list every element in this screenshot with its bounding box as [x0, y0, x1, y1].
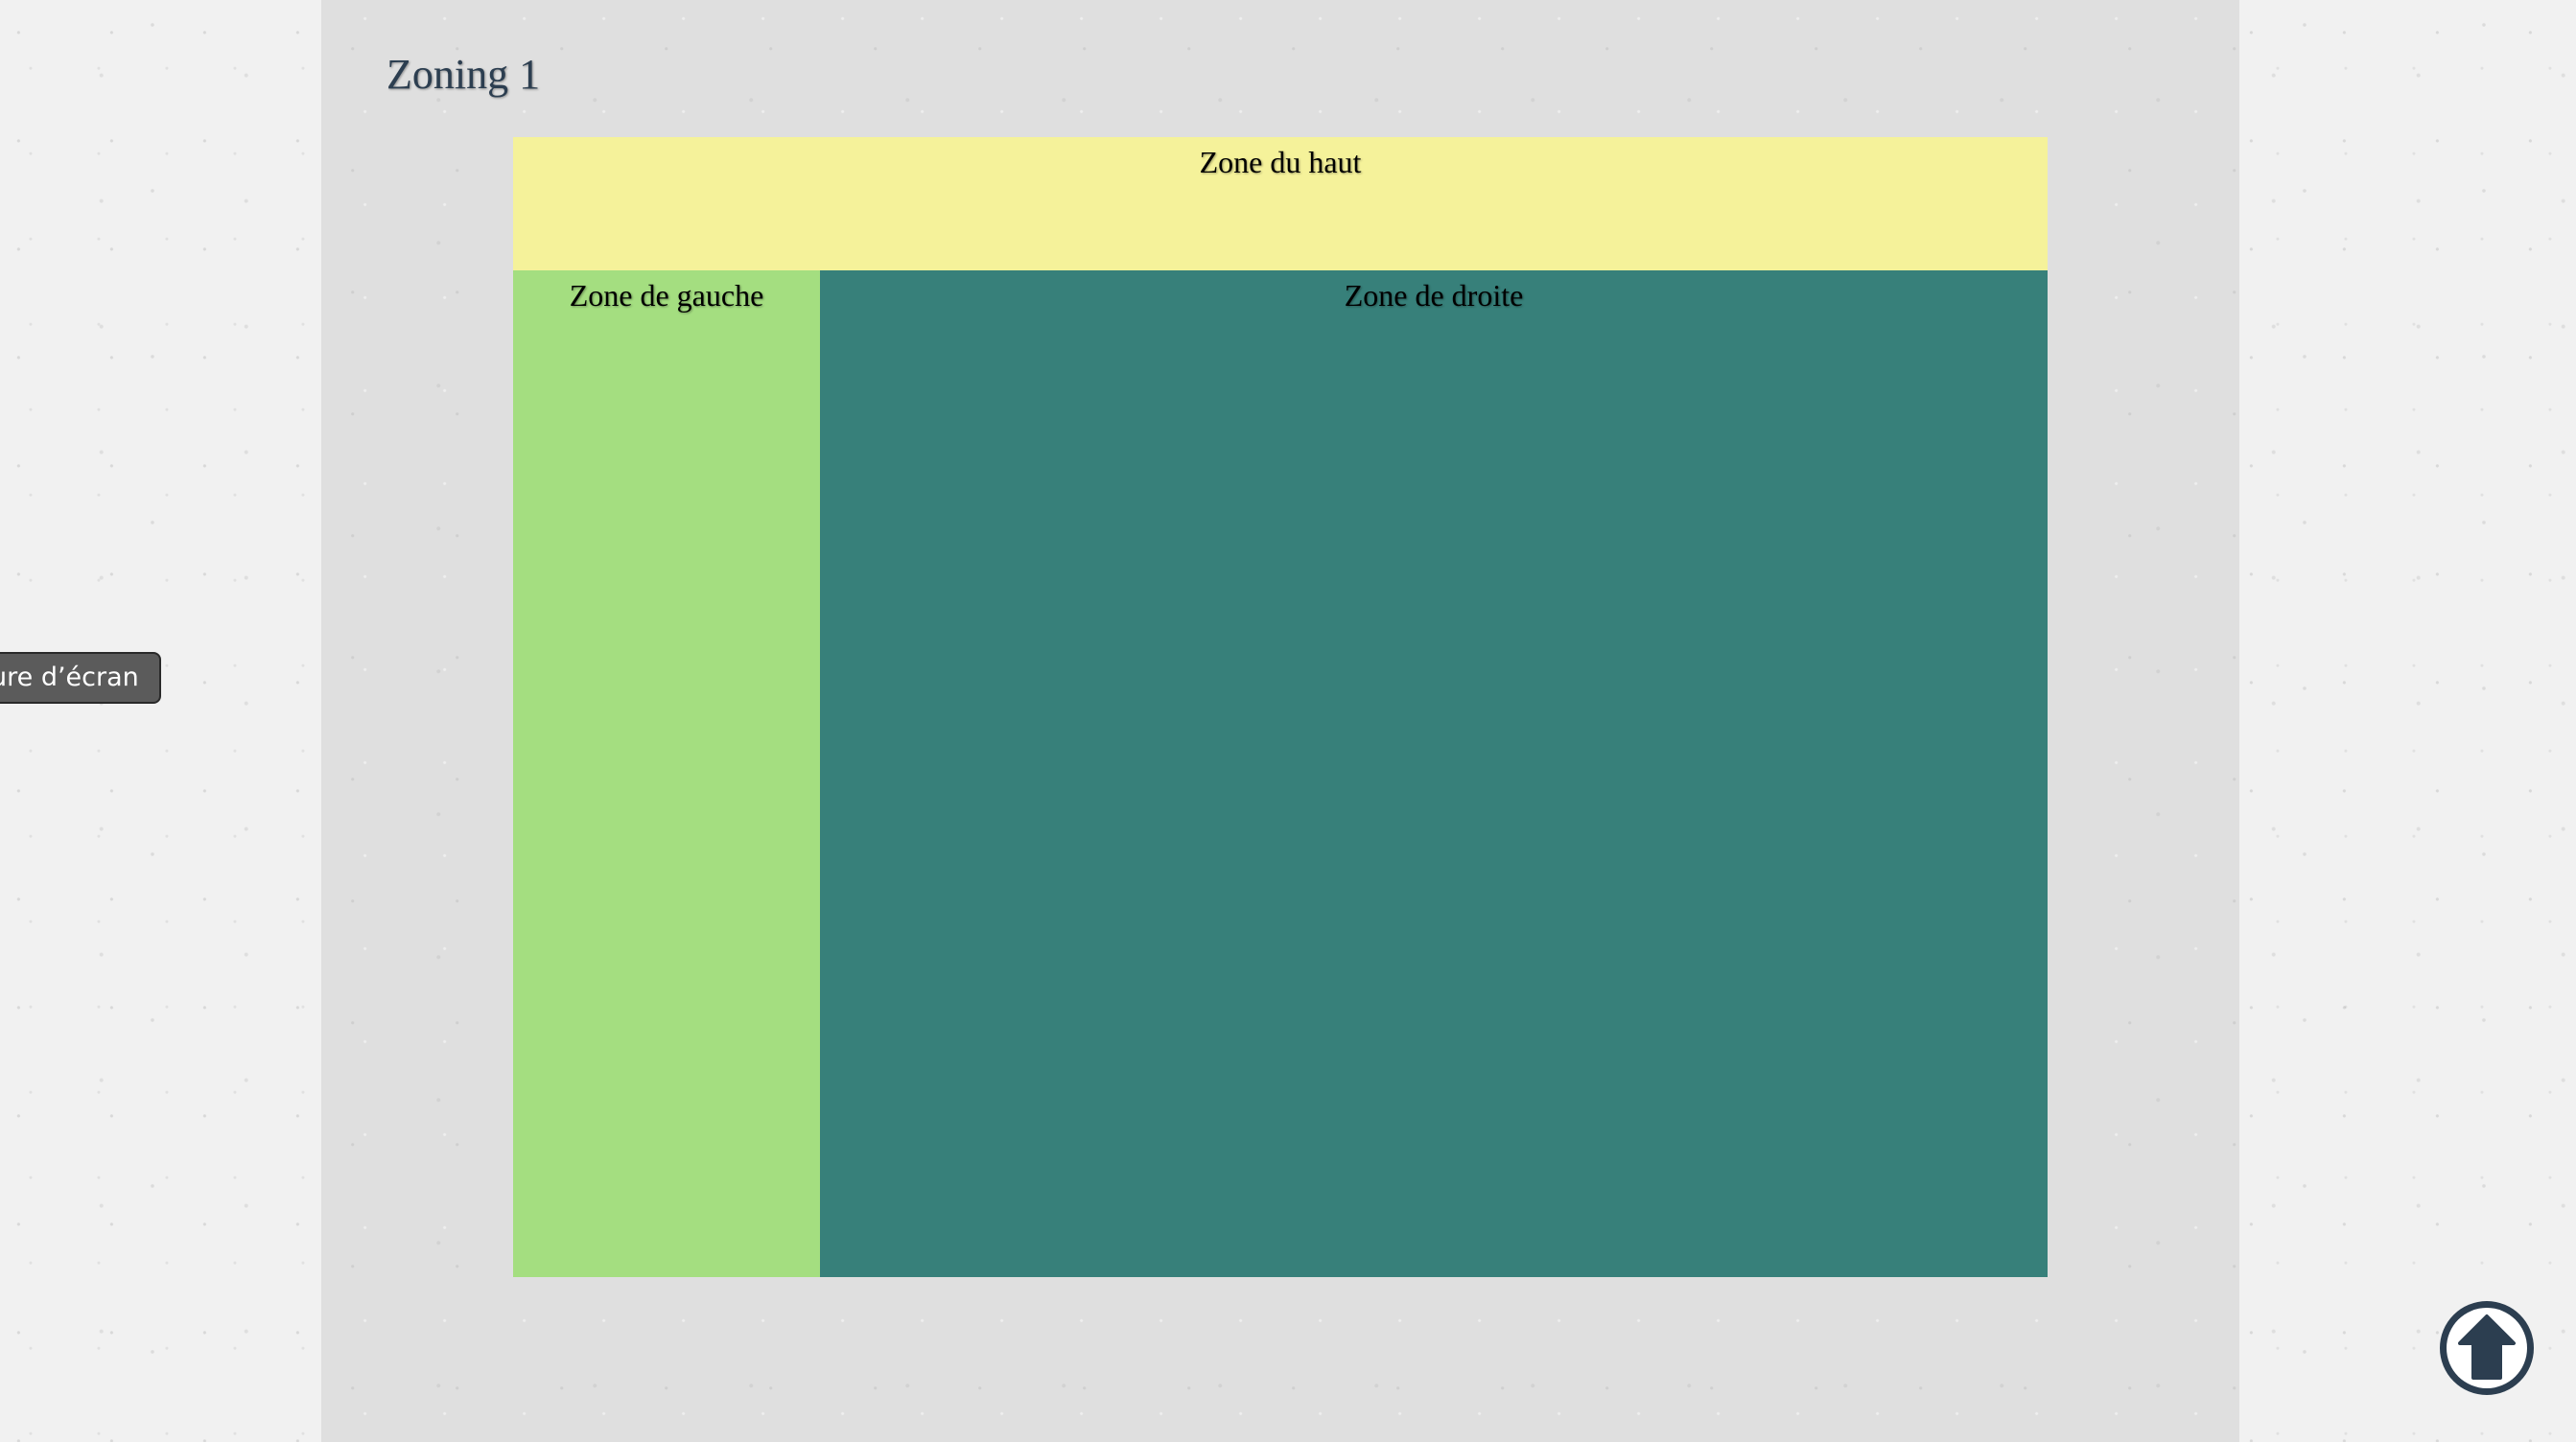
zone-top-label: Zone du haut	[1199, 145, 1362, 179]
page-title: Zoning 1	[386, 51, 541, 98]
zone-left: Zone de gauche	[513, 270, 820, 1277]
screenshot-button-label: ure d’écran	[0, 663, 139, 692]
zone-right-label: Zone de droite	[1344, 278, 1524, 313]
arrow-circle-up-icon	[2447, 1308, 2527, 1388]
scroll-to-top-button[interactable]	[2440, 1301, 2534, 1395]
zone-top: Zone du haut	[513, 137, 2048, 270]
zone-left-label: Zone de gauche	[569, 278, 764, 313]
zone-right: Zone de droite	[820, 270, 2048, 1277]
screenshot-button[interactable]: ure d’écran	[0, 652, 161, 704]
